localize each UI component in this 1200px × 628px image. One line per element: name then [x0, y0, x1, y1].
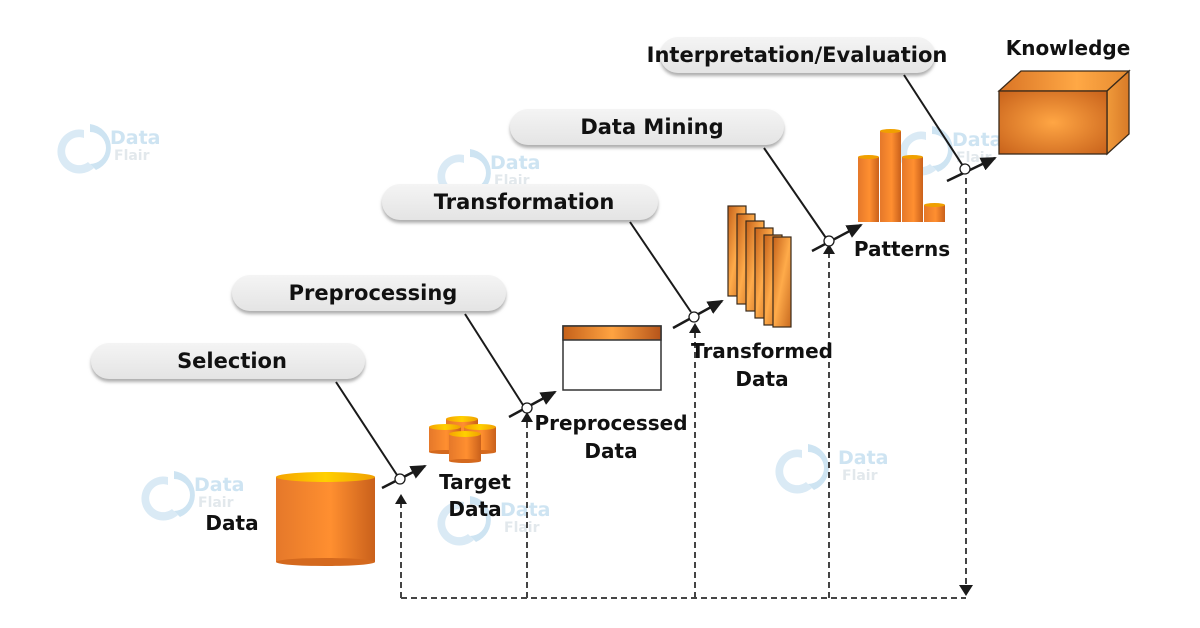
node-knowledge: Knowledge [997, 36, 1131, 156]
watermark-logo: Data Flair [57, 124, 161, 174]
svg-text:Flair: Flair [842, 468, 878, 484]
arrow-up-icon [689, 323, 701, 333]
svg-text:Data: Data [952, 129, 1003, 151]
step-label: Transformation [434, 190, 615, 214]
step-pill [382, 184, 658, 220]
watermark-logo: Data Flair [437, 496, 551, 546]
svg-text:Data: Data [110, 127, 161, 149]
step-label: Selection [177, 349, 287, 373]
junctions [394, 163, 971, 485]
watermark-logo: Data Flair [775, 444, 889, 494]
step-pill [232, 275, 506, 311]
junction-circle [394, 473, 406, 485]
junction-circle [823, 235, 835, 247]
node-target-data: Target Data [429, 416, 511, 521]
node-label: Transformed [691, 339, 833, 363]
node-label: Data [448, 497, 501, 521]
arrow-up-icon [521, 412, 533, 422]
flow-arrow-2 [508, 390, 557, 419]
node-label: Data [584, 439, 637, 463]
node-transformed-data: Transformed Data [691, 205, 833, 391]
node-patterns: Patterns [854, 129, 950, 261]
svg-text:Data: Data [194, 474, 245, 496]
step-pill [510, 109, 784, 145]
svg-text:Flair: Flair [198, 495, 234, 511]
bar-chart-icon [858, 129, 945, 222]
junction-circle [521, 402, 533, 414]
step-label: Preprocessing [289, 281, 458, 305]
knowledge-box-icon [997, 69, 1131, 156]
node-label: Data [735, 367, 788, 391]
flow-arrow-4 [811, 223, 863, 253]
node-label: Data [205, 511, 258, 535]
flow-arrow-5 [946, 156, 997, 183]
node-label: Preprocessed [534, 411, 687, 435]
cylinder-cluster-icon [429, 416, 496, 463]
step-preprocessing: Preprocessing [232, 275, 506, 311]
table-card-icon [562, 325, 662, 391]
node-label: Patterns [854, 237, 950, 261]
feedback-arrowheads [395, 244, 973, 596]
watermark-logo: Data Flair [141, 471, 245, 521]
node-preprocessed-data: Preprocessed Data [534, 325, 688, 463]
step-pill [91, 343, 365, 379]
svg-text:Data: Data [500, 499, 551, 521]
step-selection: Selection [91, 343, 365, 379]
junction-circle [688, 311, 700, 323]
arrow-up-icon [395, 494, 407, 504]
connector-interpretation [903, 74, 964, 167]
connector-transformation [629, 221, 692, 313]
node-data: Data [205, 472, 375, 566]
svg-text:Flair: Flair [114, 148, 150, 164]
step-data-mining: Data Mining [510, 109, 784, 145]
stacked-cards-icon [727, 205, 792, 328]
junction-circle [959, 163, 971, 175]
node-label: Target [439, 470, 511, 494]
connector-selection [335, 381, 398, 476]
arrow-down-icon [959, 585, 973, 596]
step-pill [660, 37, 935, 73]
svg-text:Flair: Flair [504, 520, 540, 536]
svg-text:Data: Data [490, 152, 541, 174]
svg-text:Data: Data [838, 447, 889, 469]
database-cylinder-icon [276, 472, 375, 566]
connector-preprocessing [464, 313, 524, 406]
feedback-loop [400, 178, 967, 599]
step-transformation: Transformation [382, 184, 658, 220]
step-interpretation: Interpretation/Evaluation [647, 37, 948, 73]
node-label: Knowledge [1006, 36, 1131, 60]
arrow-up-icon [823, 244, 835, 254]
step-label: Data Mining [580, 115, 723, 139]
step-connectors [335, 74, 964, 476]
step-label: Interpretation/Evaluation [647, 43, 948, 67]
connector-data-mining [763, 147, 827, 239]
